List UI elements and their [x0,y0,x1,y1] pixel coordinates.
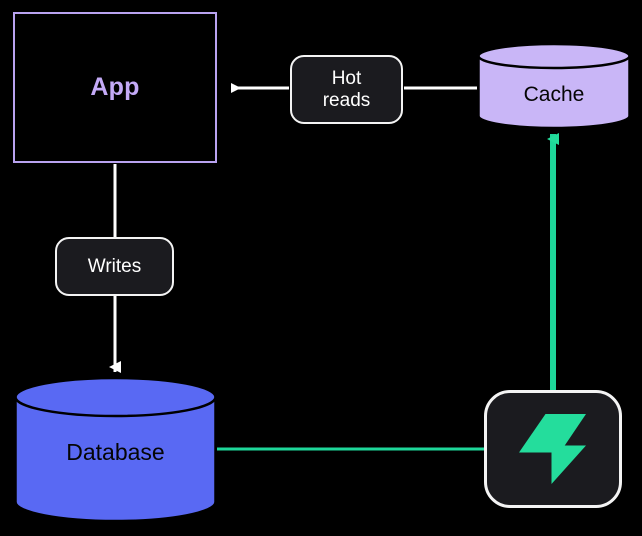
database-cylinder-shape [14,377,217,522]
edge-label-writes-text: Writes [87,255,142,277]
edge-label-hot-reads[interactable]: Hot reads [290,55,403,124]
lightning-bolt-icon [519,414,586,484]
edge-label-writes[interactable]: Writes [55,237,174,296]
cache-cylinder-shape [477,43,631,129]
node-lightning-service[interactable] [484,390,622,508]
node-database[interactable]: Database [14,377,217,522]
node-app[interactable]: App [13,12,217,163]
node-cache[interactable]: Cache [477,43,631,129]
node-app-label: App [90,73,140,101]
edge-label-hot-reads-line1: Hot [331,68,362,90]
edge-label-hot-reads-line2: reads [322,89,371,111]
